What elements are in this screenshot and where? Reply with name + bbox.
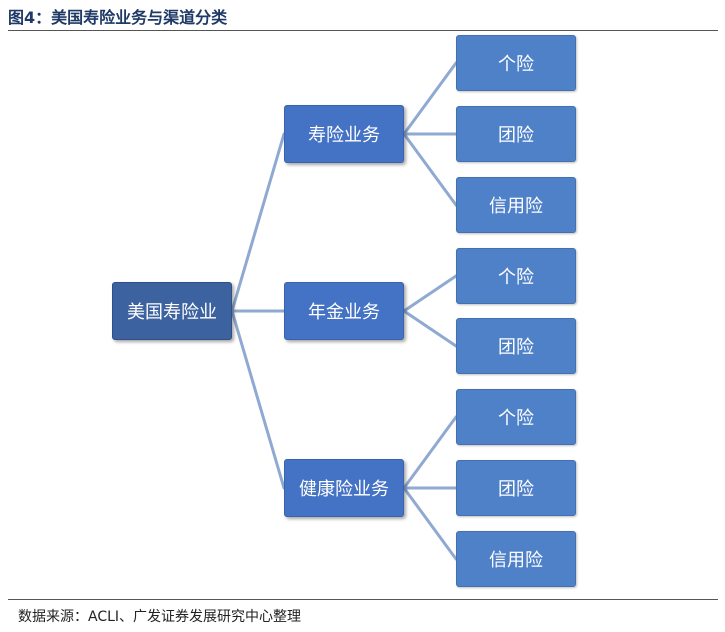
source-divider bbox=[8, 599, 718, 600]
connector-branch-3-leaf-3 bbox=[402, 486, 458, 561]
figure-title: 图4：美国寿险业务与渠道分类 bbox=[8, 8, 228, 27]
title-divider bbox=[8, 30, 718, 31]
branch-node-annuity: 年金业务 bbox=[284, 282, 404, 340]
leaf-node-annuity-group: 团险 bbox=[456, 318, 576, 374]
connector-branch-2-leaf-1 bbox=[402, 274, 458, 313]
leaf-node-life-group: 团险 bbox=[456, 106, 576, 162]
root-node: 美国寿险业 bbox=[112, 282, 232, 340]
leaf-node-life-credit: 信用险 bbox=[456, 177, 576, 233]
connector-root-branch-1 bbox=[230, 132, 286, 313]
leaf-node-health-individual: 个险 bbox=[456, 389, 576, 445]
connector-branch-1-leaf-1 bbox=[402, 61, 458, 136]
branch-node-life: 寿险业务 bbox=[284, 105, 404, 163]
connector-branch-2-leaf-2 bbox=[402, 309, 458, 348]
source-note: 数据来源：ACLI、广发证券发展研究中心整理 bbox=[18, 609, 302, 625]
leaf-node-life-individual: 个险 bbox=[456, 35, 576, 91]
connector-branch-1-leaf-3 bbox=[402, 132, 458, 207]
leaf-node-health-credit: 信用险 bbox=[456, 531, 576, 587]
leaf-node-annuity-individual: 个险 bbox=[456, 248, 576, 304]
connector-root-branch-3 bbox=[230, 309, 286, 490]
connector-branch-3-leaf-1 bbox=[402, 415, 458, 490]
branch-node-health: 健康险业务 bbox=[284, 459, 404, 517]
leaf-node-health-group: 团险 bbox=[456, 460, 576, 516]
